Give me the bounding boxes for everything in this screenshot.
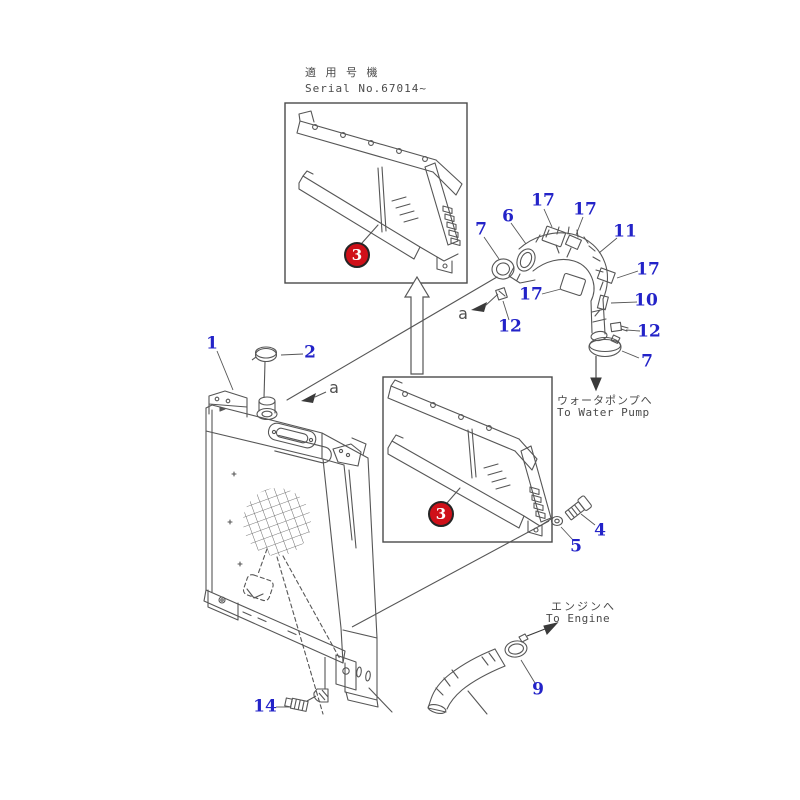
radiator-drawing	[203, 390, 393, 715]
ref-marker-a-right: a	[458, 304, 468, 323]
callout-1: 1	[206, 333, 218, 354]
shroud-assembly-lower	[387, 379, 552, 537]
callout-17-b: 17	[573, 199, 597, 220]
to-engine-note-en: To Engine	[546, 612, 611, 625]
to-water-pump-arrow-icon	[590, 356, 602, 392]
ref-a-arrow-left-icon	[301, 391, 327, 403]
callout-17-c: 17	[636, 259, 660, 280]
serial-note-jp: 適 用 号 機	[305, 66, 381, 79]
drain-fitting-drawing	[284, 657, 329, 712]
shroud-assembly-upper	[296, 110, 463, 274]
callout-7-lower: 7	[641, 351, 653, 372]
callout-4: 4	[594, 520, 606, 541]
water-hose-assembly	[286, 225, 629, 401]
to-water-pump-note-jp: ウォータポンプへ	[557, 394, 653, 407]
fan-mesh	[243, 488, 311, 556]
callout-6: 6	[502, 206, 514, 227]
callout-17-a: 17	[531, 190, 555, 211]
to-engine-note-jp: エンジンへ	[551, 600, 616, 613]
callout-14: 14	[253, 696, 277, 717]
callout-5: 5	[570, 536, 582, 557]
callout-11: 11	[613, 221, 637, 242]
circled-3-badge-lower: 3	[428, 501, 454, 527]
hose-connection-line-a	[286, 276, 498, 401]
callout-12-left: 12	[498, 316, 522, 337]
callout-12-right: 12	[637, 321, 661, 342]
bolt-and-washer-drawing	[351, 495, 592, 628]
engine-hose-drawing	[427, 633, 529, 715]
callout-10: 10	[634, 290, 658, 311]
callout-17-d: 17	[519, 284, 543, 305]
to-water-pump-note-en: To Water Pump	[557, 406, 650, 419]
upper-variant-box	[284, 102, 468, 284]
serial-note-en: Serial No.67014~	[305, 82, 427, 95]
shroud-mount-leader-line	[351, 520, 550, 628]
callout-9: 9	[532, 679, 544, 700]
ref-marker-a-left: a	[329, 378, 339, 397]
radiator-cap-drawing	[251, 346, 278, 399]
callout-2: 2	[304, 342, 316, 363]
circled-3-badge-upper: 3	[344, 242, 370, 268]
callout-7-upper: 7	[475, 219, 487, 240]
up-arrow-variant-icon	[403, 275, 431, 375]
callout-leader-lines	[216, 208, 641, 708]
to-engine-arrow-icon	[526, 622, 559, 637]
ref-a-arrow-right-icon	[471, 293, 499, 312]
